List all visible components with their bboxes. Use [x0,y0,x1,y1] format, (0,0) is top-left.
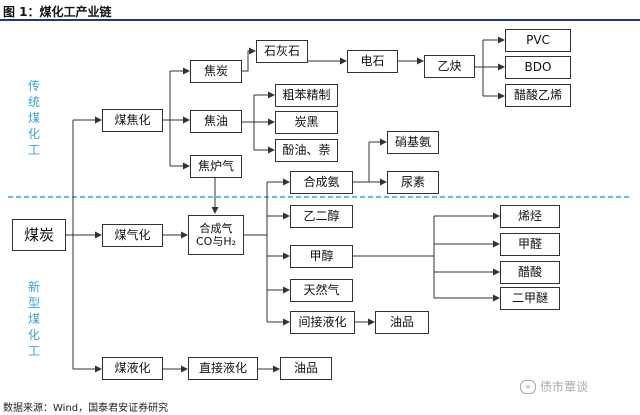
syngas-label: 合成气 [199,222,233,235]
node-acetylene: 乙炔 [424,55,475,78]
node-olefins: 烯烃 [500,205,560,228]
title-rule [0,19,640,21]
node-limestone: 石灰石 [256,40,308,63]
node-coke: 焦炭 [190,60,242,83]
node-gasification: 煤气化 [102,224,163,247]
node-phenol-naphthalene: 酚油、萘 [275,139,338,162]
data-source-note: 数据来源：Wind，国泰君安证券研究 [3,403,169,414]
node-methanol: 甲醇 [290,245,353,268]
node-natural-gas: 天然气 [290,279,353,302]
watermark-text: 债市覃谈 [540,380,589,394]
node-ammonium-nitrate: 硝基氨 [387,131,439,154]
node-dimethyl-ether: 二甲醚 [500,287,560,310]
new-coal-chem-label: 新型煤化工 [27,280,40,358]
node-indirect-liquefaction: 间接液化 [290,311,355,334]
node-ethylene-glycol: 乙二醇 [290,205,353,228]
node-carbon-black: 炭黑 [275,111,338,134]
node-bdo: BDO [505,56,571,79]
node-formaldehyde: 甲醛 [500,233,560,256]
node-oil-products-indirect: 油品 [375,311,429,334]
figure-title: 图 1：煤化工产业链 [3,5,112,19]
node-calcium-carbide: 电石 [347,50,398,73]
node-oil-products-direct: 油品 [280,357,332,380]
node-synthetic-ammonia: 合成氨 [290,171,353,194]
syngas-formula: CO与H₂ [195,235,237,248]
node-syngas: 合成气 CO与H₂ [188,215,244,255]
node-coking: 煤焦化 [102,109,163,132]
watermark: ∞ 债市覃谈 [520,378,588,395]
node-pvc: PVC [505,29,571,52]
node-acetic-acid: 醋酸 [500,261,560,284]
node-crude-benzene: 粗苯精制 [275,84,338,107]
node-coal: 煤炭 [12,219,66,251]
node-vinyl-acetate: 醋酸乙烯 [505,84,571,107]
node-direct-liquefaction: 直接液化 [188,357,258,380]
wechat-icon: ∞ [520,379,536,394]
node-coal-tar: 焦油 [190,110,242,133]
node-urea: 尿素 [387,171,439,194]
traditional-coal-chem-label: 传统煤化工 [27,79,40,157]
node-liquefaction: 煤液化 [102,357,163,380]
node-coke-oven-gas: 焦炉气 [190,155,242,178]
